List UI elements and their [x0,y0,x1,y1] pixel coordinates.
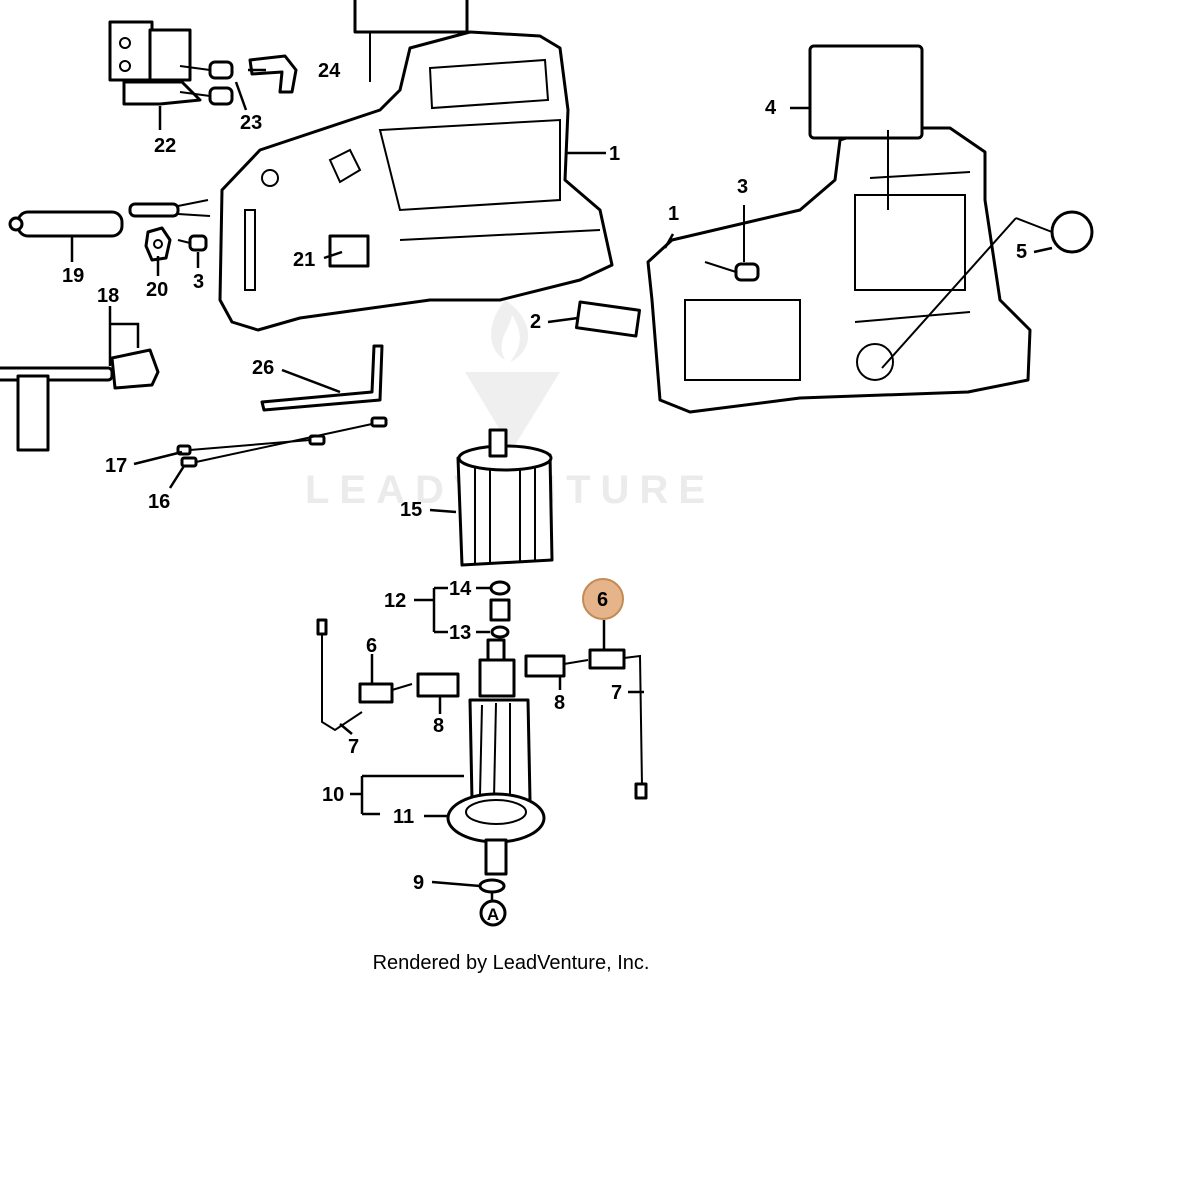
part-24-clip [248,54,298,94]
part-6-brush-holder-right [588,648,626,670]
part-20-clamp [144,226,172,262]
part-2-pad [574,300,642,338]
reference-a-marker: A [479,899,507,927]
callout-8-right[interactable]: 8 [554,692,565,714]
callout-9[interactable]: 9 [413,872,424,894]
part-11-fan [446,792,546,876]
part-16-wire [180,416,388,468]
footer-credit: Rendered by LeadVenture, Inc. [373,952,650,974]
callout-15[interactable]: 15 [400,499,422,521]
brush-assembly-right [524,648,648,800]
highlight-circle [582,578,624,620]
callout-7-right[interactable]: 7 [611,682,622,704]
part-9-washer [478,878,506,894]
callout-1-left[interactable]: 1 [609,143,620,165]
callout-6-left[interactable]: 6 [366,635,377,657]
callout-18[interactable]: 18 [97,285,119,307]
callout-20[interactable]: 20 [146,279,168,301]
part-3-screw-left [177,234,208,252]
part-12-bearing [489,598,511,622]
callout-8-left[interactable]: 8 [433,715,444,737]
part-8-brush-left [416,672,460,698]
callout-19[interactable]: 19 [62,265,84,287]
callout-2[interactable]: 2 [530,311,541,333]
callout-22[interactable]: 22 [154,135,176,157]
wire-lead [128,199,211,218]
callout-23[interactable]: 23 [240,112,262,134]
part-14-washer [489,580,511,596]
callout-1-right[interactable]: 1 [668,203,679,225]
part-6-brush-holder-left [358,682,394,704]
callout-5[interactable]: 5 [1016,241,1027,263]
part-23-screws [179,60,234,106]
part-15-stator [456,428,554,567]
callout-14[interactable]: 14 [449,578,472,600]
part-1-left-housing [218,30,614,332]
part-22-switch [108,20,202,106]
callout-7-left[interactable]: 7 [348,736,359,758]
reference-a-label: A [487,905,499,924]
part-18-cord-strain-relief [0,348,160,452]
part-19-rod [8,210,124,238]
callout-10[interactable]: 10 [322,784,344,806]
callout-13[interactable]: 13 [449,622,471,644]
callout-24[interactable]: 24 [318,60,341,82]
part-4-label [808,44,924,140]
leader-lines [70,68,1053,904]
callout-11[interactable]: 11 [393,806,414,828]
part-10-armature [468,638,532,802]
callout-3-left[interactable]: 3 [193,271,204,293]
callout-labels: 24 23 22 1 4 3 1 5 2 21 19 20 3 18 26 17… [62,60,1027,894]
part-13-washer [490,625,510,639]
part-26-hex-key [260,344,384,412]
brush-assembly-left [316,618,460,732]
callout-26[interactable]: 26 [252,357,274,379]
callout-6-right[interactable]: 6 [597,589,608,611]
housing-label-plate [353,0,469,34]
callout-4[interactable]: 4 [765,97,777,119]
callout-3-right[interactable]: 3 [737,176,748,198]
part-3-screw-right [704,205,760,282]
part-5-cap [881,210,1094,369]
part-8-brush-right [524,654,566,678]
callout-21[interactable]: 21 [293,249,315,271]
callout-17[interactable]: 17 [105,455,127,477]
callout-12[interactable]: 12 [384,590,406,612]
part-1-right-housing [646,126,1032,414]
callout-16[interactable]: 16 [148,491,170,513]
